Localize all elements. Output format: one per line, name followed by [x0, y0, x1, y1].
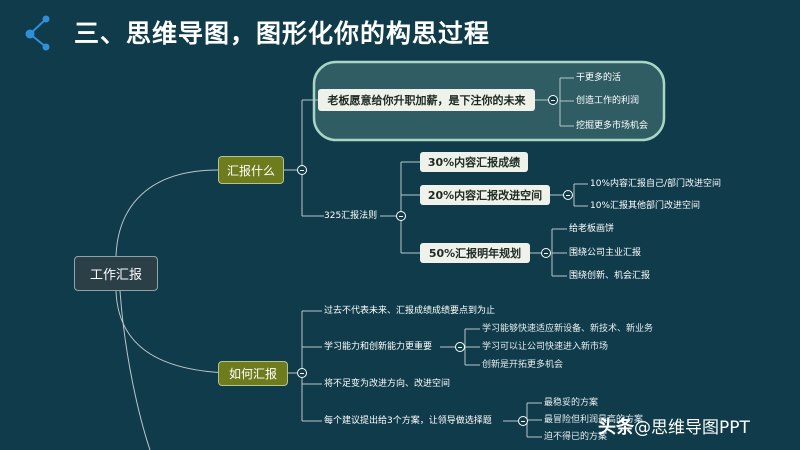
watermark-brand: 头条 [598, 417, 634, 438]
proposal-item: 最冒险但利润最高的方案 [544, 415, 644, 425]
boss-item: 创造工作的利润 [576, 96, 640, 106]
watermark-text: @思维导图PPT [634, 418, 750, 438]
collapse-toggle-icon[interactable] [548, 95, 558, 105]
learning-item: 学习能够快速适应新设备、新技术、新业务 [482, 324, 654, 334]
collapse-toggle-icon[interactable] [455, 342, 465, 352]
page-title: 三、思维导图，图形化你的构思过程 [74, 19, 491, 48]
rule-50-node[interactable]: 50%汇报明年规划 [420, 243, 530, 263]
boss-future-node[interactable]: 老板愿意给你升职加薪，是下注你的未来 [318, 89, 535, 111]
learning-item: 学习可以让公司快速进入新市场 [482, 342, 609, 352]
proposal-item: 最稳妥的方案 [544, 398, 599, 408]
collapse-toggle-icon[interactable] [518, 416, 528, 426]
rule-20-item: 10%汇报其他部门改进空间 [590, 201, 701, 211]
watermark: 头条@思维导图PPT [598, 413, 750, 439]
learning-item: 创新是开拓更多机会 [482, 360, 564, 370]
collapse-toggle-icon[interactable] [563, 190, 573, 200]
collapse-toggle-icon[interactable] [297, 165, 307, 175]
rule-30-node[interactable]: 30%内容汇报成绩 [420, 152, 528, 172]
collapse-toggle-icon[interactable] [541, 248, 551, 258]
collapse-toggle-icon[interactable] [396, 211, 406, 221]
root-node[interactable]: 工作汇报 [74, 256, 158, 291]
proposal-item: 迫不得已的方案 [544, 432, 608, 442]
how-item: 学习能力和创新能力更重要 [324, 342, 433, 352]
collapse-toggle-icon[interactable] [297, 368, 307, 378]
branch-node-what-to-report[interactable]: 汇报什么 [218, 156, 284, 184]
rule-20-item: 10%内容汇报自己/部门改进空间 [590, 179, 722, 189]
network-logo-icon [25, 15, 50, 51]
how-item: 每个建议提出给3个方案，让领导做选择题 [324, 416, 492, 426]
boss-item: 干更多的活 [576, 73, 622, 83]
rule-50-item: 围绕创新、机会汇报 [569, 271, 651, 281]
boss-item: 挖掘更多市场机会 [576, 121, 649, 131]
rule-325-label: 325汇报法则 [324, 211, 378, 221]
rule-50-item: 围绕公司主业汇报 [569, 248, 642, 258]
branch-node-how-to-report[interactable]: 如何汇报 [218, 361, 288, 386]
rule-50-item: 给老板画饼 [569, 224, 615, 234]
how-item: 将不足变为改进方向、改进空间 [324, 379, 451, 389]
rule-20-node[interactable]: 20%内容汇报改进空间 [420, 185, 550, 205]
how-item: 过去不代表未来、汇报成绩成绩要点到为止 [324, 306, 496, 316]
